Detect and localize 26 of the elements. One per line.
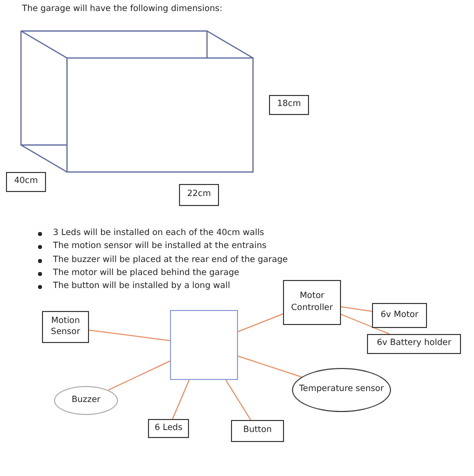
connector-line [340, 314, 390, 334]
connector-line [108, 360, 170, 391]
bullet-text: The motion sensor will be installed at the entrains [53, 241, 266, 252]
process-ellipse: Temperature sensor [292, 368, 391, 412]
controller-box [170, 310, 238, 380]
process-ellipse: Buzzer [54, 386, 118, 415]
dimension-label: 18cm [269, 95, 309, 115]
heading: The garage will have the following dimensions: [22, 4, 222, 14]
bullet-text: 3 Leds will be installed on each of the 40cm walls [53, 228, 264, 238]
dimension-label: 22cm [179, 184, 219, 206]
process-box: 6v Motor [372, 303, 427, 328]
bullet-text: The motor will be placed behind the garage [53, 268, 240, 278]
connector-line [238, 356, 302, 378]
bullet-text: The button will be installed by a long wall [53, 281, 230, 292]
process-box: Button [231, 420, 284, 442]
connector-line [88, 330, 170, 342]
dimension-label: 40cm [6, 172, 46, 192]
connector-line [238, 313, 284, 332]
connector-line [340, 306, 372, 312]
connector-line [225, 380, 252, 420]
connector-line [172, 380, 190, 420]
process-box: Motor Controller [283, 280, 341, 325]
process-box: 6 Leds [148, 419, 189, 438]
bullet-text: The buzzer will be placed at the rear end of the garage [53, 254, 288, 265]
process-box: Motion Sensor [42, 311, 89, 343]
process-box: 6v Battery holder [367, 334, 461, 354]
